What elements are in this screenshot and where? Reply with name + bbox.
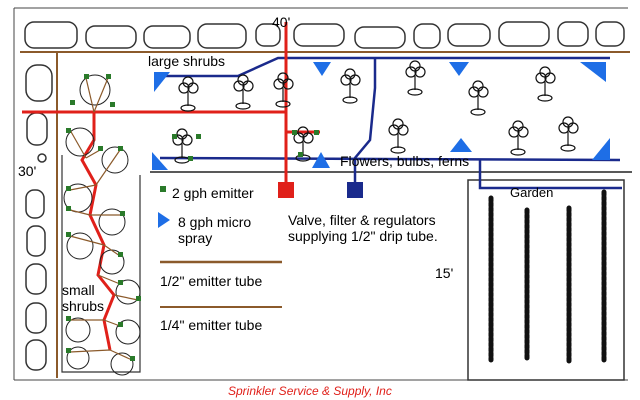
- small-shrubs-label: small shrubs: [62, 282, 105, 315]
- garden-bed-outline: [467, 179, 625, 381]
- quarter-inch-tubes: [69, 77, 139, 361]
- legend-spray-label: 8 gph micro spray: [178, 214, 252, 247]
- micro-spray-heads: [152, 62, 610, 228]
- blue-drip-tube: [159, 56, 622, 190]
- top-dimension-label: 40': [272, 14, 291, 30]
- top-stepping-stones: [24, 21, 625, 49]
- large-shrubs-label: large shrubs: [148, 53, 226, 69]
- small-shrubs-bed-outline: [61, 155, 141, 373]
- flowers-label: Flowers, bulbs, ferns: [340, 153, 470, 169]
- flower-symbols: [172, 60, 579, 164]
- left-dimension-label: 30': [18, 163, 37, 179]
- company-credit: Sprinkler Service & Supply, Inc: [228, 384, 392, 398]
- red-emitter-tube: [22, 22, 320, 351]
- legend-quarter-inch-label: 1/4" emitter tube: [160, 317, 263, 333]
- emitters-2gph: [66, 74, 319, 361]
- garden-label: Garden: [510, 185, 554, 200]
- small-shrub-circles: [63, 74, 141, 376]
- garden-dimension-label: 15': [435, 265, 454, 281]
- small-stone: [37, 153, 47, 163]
- blue-valve-box: [347, 182, 363, 198]
- valve-note-label: Valve, filter & regulators supplying 1/2…: [288, 212, 438, 245]
- legend-emitter-label: 2 gph emitter: [172, 185, 254, 201]
- garden-rows: [488, 189, 607, 365]
- legend-half-inch-label: 1/2" emitter tube: [160, 273, 263, 289]
- red-valve-box: [278, 182, 294, 198]
